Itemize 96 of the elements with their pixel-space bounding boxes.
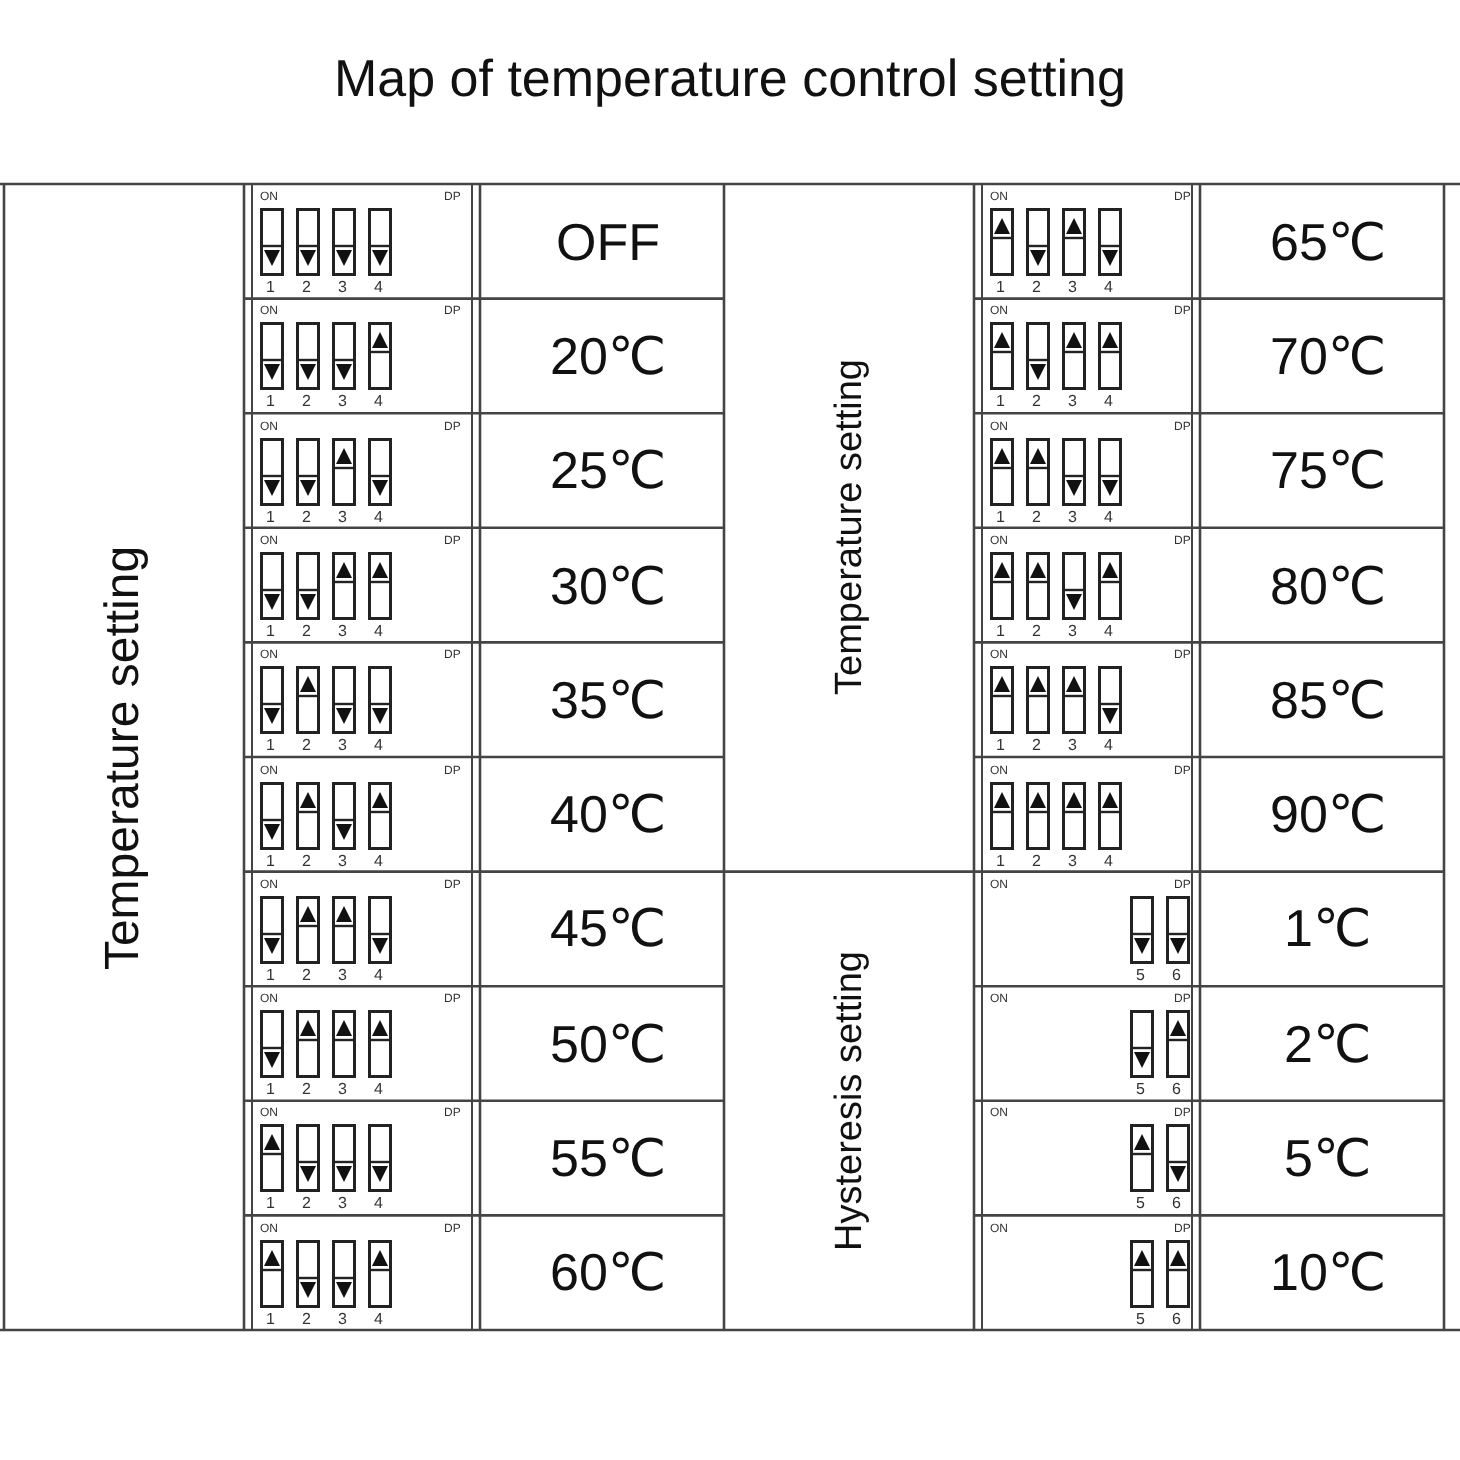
- setting-value: 45℃: [550, 902, 667, 955]
- switch-number: 1: [266, 853, 275, 869]
- switch-number: 3: [338, 738, 347, 755]
- switch-number: 3: [1068, 280, 1077, 296]
- setting-value: 70℃: [1270, 329, 1387, 382]
- switch-number: 2: [302, 623, 311, 640]
- setting-value: 85℃: [1270, 673, 1387, 726]
- setting-value: 90℃: [1270, 788, 1387, 841]
- switch-number: 5: [1136, 1082, 1145, 1099]
- setting-value: 50℃: [550, 1017, 667, 1070]
- switch-number: 6: [1172, 967, 1181, 984]
- setting-value: 65℃: [1270, 215, 1387, 268]
- switch-number: 4: [1104, 280, 1113, 296]
- switch-number: 2: [302, 1082, 311, 1099]
- switch-number: 2: [1032, 853, 1041, 869]
- switch-number: 1: [266, 280, 275, 296]
- switch-number: 1: [996, 853, 1005, 869]
- switch-number: 2: [302, 853, 311, 869]
- switch-number: 4: [1104, 509, 1113, 526]
- switch-number: 3: [338, 394, 347, 411]
- setting-value: 2℃: [1284, 1017, 1372, 1070]
- switch-number: 1: [266, 1196, 275, 1213]
- switch-number: 2: [1032, 394, 1041, 411]
- switch-number: 4: [374, 853, 383, 869]
- setting-value: 75℃: [1270, 444, 1387, 497]
- switch-number: 4: [374, 509, 383, 526]
- switch-number: 5: [1136, 1196, 1145, 1213]
- switch-number: 2: [302, 1196, 311, 1213]
- switch-number: 2: [302, 1311, 311, 1328]
- switch-number: 3: [1068, 623, 1077, 640]
- setting-value: 40℃: [550, 788, 667, 841]
- switch-number: 1: [266, 1311, 275, 1328]
- switch-number: 4: [374, 967, 383, 984]
- switch-number: 2: [1032, 509, 1041, 526]
- row-header: Hysteresis setting: [829, 950, 868, 1251]
- switch-number: 2: [1032, 623, 1041, 640]
- setting-value: OFF: [556, 215, 660, 268]
- switch-number: 4: [374, 1196, 383, 1213]
- setting-value: 35℃: [550, 673, 667, 726]
- switch-number: 1: [266, 1082, 275, 1099]
- switch-number: 2: [302, 967, 311, 984]
- switch-number: 3: [338, 967, 347, 984]
- setting-value: 30℃: [550, 559, 667, 612]
- switch-number: 4: [374, 623, 383, 640]
- switch-number: 1: [996, 280, 1005, 296]
- switch-number: 3: [338, 1196, 347, 1213]
- switch-number: 2: [1032, 280, 1041, 296]
- switch-number: 5: [1136, 967, 1145, 984]
- switch-number: 2: [302, 394, 311, 411]
- switch-number: 1: [996, 509, 1005, 526]
- switch-number: 3: [338, 280, 347, 296]
- setting-value: 10℃: [1270, 1246, 1387, 1299]
- switch-number: 4: [374, 394, 383, 411]
- switch-number: 1: [996, 394, 1005, 411]
- row-header: Temperature setting: [100, 544, 149, 970]
- switch-number: 5: [1136, 1311, 1145, 1328]
- switch-number: 4: [1104, 738, 1113, 755]
- switch-number: 1: [266, 738, 275, 755]
- switch-number: 3: [338, 1311, 347, 1328]
- switch-number: 3: [1068, 853, 1077, 869]
- switch-number: 4: [1104, 853, 1113, 869]
- switch-number: 1: [266, 509, 275, 526]
- setting-value: 80℃: [1270, 559, 1387, 612]
- row-header: Temperature setting: [829, 359, 868, 696]
- switch-number: 4: [374, 1311, 383, 1328]
- switch-number: 3: [338, 1082, 347, 1099]
- switch-number: 3: [338, 853, 347, 869]
- switch-number: 1: [266, 967, 275, 984]
- switch-number: 6: [1172, 1311, 1181, 1328]
- switch-number: 3: [1068, 509, 1077, 526]
- setting-value: 5℃: [1284, 1132, 1372, 1185]
- setting-value: 1℃: [1284, 902, 1372, 955]
- switch-number: 1: [266, 623, 275, 640]
- switch-number: 1: [996, 623, 1005, 640]
- switch-number: 1: [996, 738, 1005, 755]
- setting-value: 55℃: [550, 1132, 667, 1185]
- switch-number: 4: [374, 1082, 383, 1099]
- setting-value: 60℃: [550, 1246, 667, 1299]
- switch-number: 2: [302, 280, 311, 296]
- setting-value: 25℃: [550, 444, 667, 497]
- switch-number: 3: [1068, 394, 1077, 411]
- switch-number: 2: [302, 738, 311, 755]
- switch-number: 6: [1172, 1082, 1181, 1099]
- switch-number: 3: [1068, 738, 1077, 755]
- switch-number: 2: [1032, 738, 1041, 755]
- switch-number: 3: [338, 623, 347, 640]
- switch-number: 1: [266, 394, 275, 411]
- switch-number: 6: [1172, 1196, 1181, 1213]
- switch-number: 4: [374, 738, 383, 755]
- switch-number: 4: [374, 280, 383, 296]
- switch-number: 4: [1104, 394, 1113, 411]
- switch-number: 3: [338, 509, 347, 526]
- switch-number: 2: [302, 509, 311, 526]
- switch-number: 4: [1104, 623, 1113, 640]
- title: Map of temperature control setting: [332, 48, 1128, 110]
- setting-value: 20℃: [550, 329, 667, 382]
